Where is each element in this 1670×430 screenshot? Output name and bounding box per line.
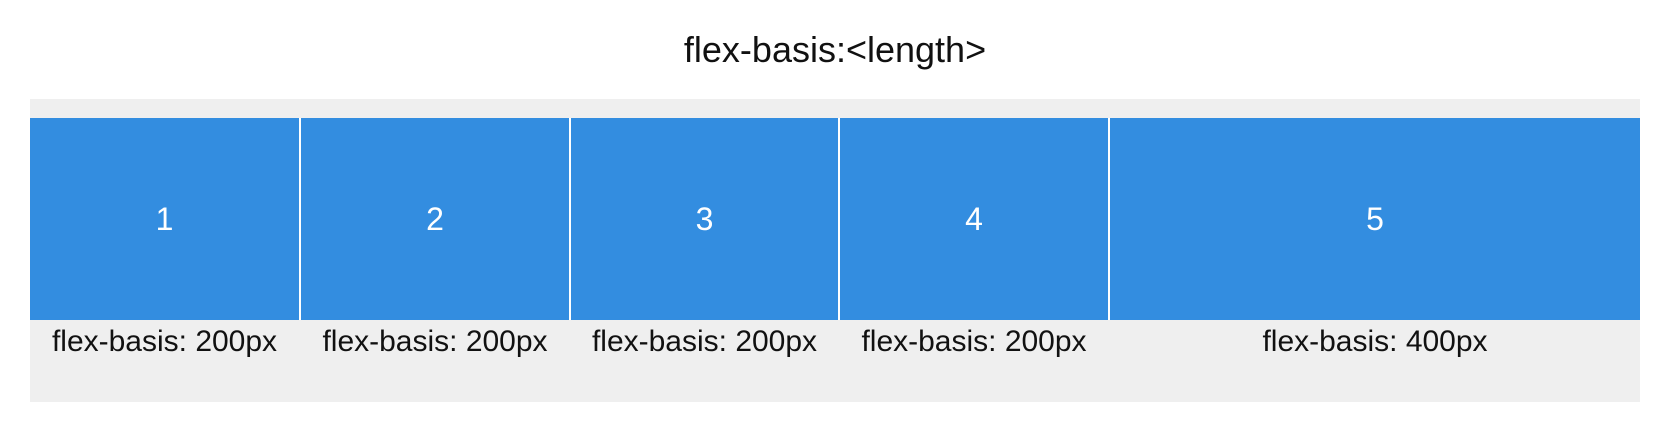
flex-item-3: 3 flex-basis: 200px: [569, 118, 838, 358]
flex-item-box: 3: [571, 118, 838, 320]
flex-item-caption: flex-basis: 200px: [591, 325, 818, 358]
flex-item-box: 1: [30, 118, 299, 320]
flex-item-5: 5 flex-basis: 400px: [1108, 118, 1640, 358]
flex-item-2: 2 flex-basis: 200px: [299, 118, 569, 358]
flex-item-box: 4: [840, 118, 1108, 320]
flex-item-caption: flex-basis: 400px: [1262, 325, 1488, 358]
diagram-title: flex-basis:<length>: [683, 29, 987, 70]
flex-row: 1 flex-basis: 200px 2 flex-basis: 200px …: [30, 118, 1640, 358]
flex-item-1: 1 flex-basis: 200px: [30, 118, 299, 358]
flex-item-caption: flex-basis: 200px: [861, 325, 1087, 358]
flex-item-caption: flex-basis: 200px: [322, 325, 548, 358]
flex-item-box: 5: [1110, 118, 1640, 320]
flex-item-caption: flex-basis: 200px: [51, 325, 278, 358]
flex-container: 1 flex-basis: 200px 2 flex-basis: 200px …: [30, 99, 1640, 402]
flex-item-4: 4 flex-basis: 200px: [838, 118, 1108, 358]
flex-item-box: 2: [301, 118, 569, 320]
